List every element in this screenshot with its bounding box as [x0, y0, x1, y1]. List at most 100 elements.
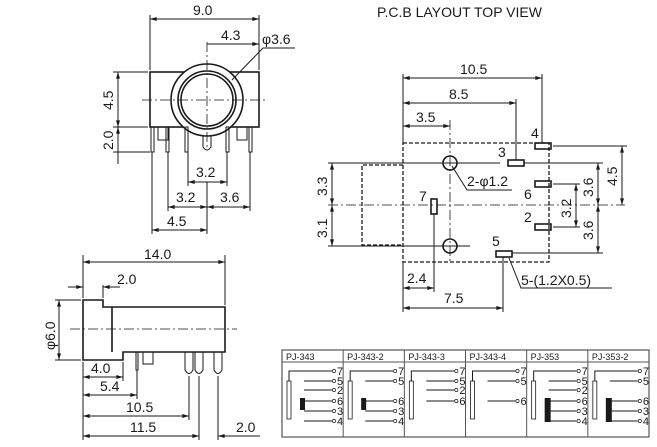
terminal: [515, 379, 520, 383]
model-name: PJ-343: [286, 352, 315, 362]
terminal: [637, 369, 642, 373]
terminal: [637, 409, 642, 413]
pcb-layout: 4 3 6 2 5 7 10.5 8.5 3.5 2-φ1.2 3.3 3.1 …: [314, 61, 627, 312]
dim-hole-dia: φ3.6: [262, 31, 291, 47]
dim-upper-left: 3.3: [314, 176, 330, 196]
terminal: [637, 399, 642, 403]
pin-number: 4: [582, 416, 588, 428]
dim-pin7: 2.4: [407, 270, 427, 286]
dim-pin-outer: 4.5: [167, 213, 187, 229]
terminal: [576, 369, 581, 373]
terminal: [393, 419, 398, 423]
contact-wire: [288, 370, 332, 381]
contact-wire: [410, 370, 455, 381]
contact-wire: [349, 370, 394, 381]
terminal: [332, 409, 336, 413]
pin-label: 7: [419, 188, 427, 204]
pin-label: 2: [524, 209, 532, 225]
pin-number: 6: [398, 396, 404, 408]
contact-wire: [533, 370, 577, 381]
pin-number: 2: [582, 385, 588, 397]
pin-number: 5: [337, 376, 343, 388]
switch-block: [300, 398, 305, 410]
pin-number: 7: [398, 366, 404, 378]
dim-upper-right: 3.6: [580, 177, 596, 197]
terminal: [393, 399, 398, 403]
model-name: PJ-343-3: [408, 352, 445, 362]
terminal: [576, 399, 581, 403]
pin-number: 6: [582, 396, 588, 408]
terminal: [393, 379, 398, 383]
terminal: [454, 369, 459, 373]
pin-number: 3: [582, 406, 588, 418]
dim-pin-right: 3.6: [220, 189, 240, 205]
pin-number: 4: [337, 416, 343, 428]
terminal: [332, 388, 336, 392]
dim-holes: 3.5: [416, 109, 436, 125]
dim-pin-b: 10.5: [126, 399, 153, 415]
contact-wire: [472, 370, 516, 381]
dim-pin-length: 2.0: [100, 130, 116, 150]
dim-pin-a: 5.4: [100, 378, 120, 394]
pin-number: 2: [459, 385, 465, 397]
pin-number: 6: [459, 396, 465, 408]
pin-number: 2: [337, 385, 343, 397]
dim-mid-right: 3.2: [558, 198, 574, 218]
pin-number: 5: [582, 376, 588, 388]
pin-number: 5: [459, 376, 465, 388]
pin-label: 4: [531, 125, 539, 141]
plug-contact: [592, 380, 598, 420]
pin-label: 6: [524, 186, 532, 202]
pin-label: 3: [498, 144, 506, 160]
pin-number: 5: [521, 376, 527, 388]
terminal: [393, 409, 398, 413]
pin-number: 7: [643, 366, 649, 378]
front-view: 9.0 4.3 φ3.6 4.5 2.0 3.2 3.2 3.6 4.5: [100, 2, 295, 234]
terminal: [637, 419, 642, 423]
page-title: P.C.B LAYOUT TOP VIEW: [377, 4, 543, 20]
pin-label: 5: [492, 233, 500, 249]
switch-block: [361, 398, 367, 410]
dim-width: 9.0: [193, 2, 213, 18]
pin-number: 6: [521, 396, 527, 408]
terminal: [576, 388, 581, 392]
dim-pin3: 8.5: [449, 86, 469, 102]
pin-number: 6: [337, 396, 343, 408]
terminal: [332, 399, 336, 403]
plug-contact: [347, 380, 353, 420]
mounting-hole: [442, 155, 458, 171]
model-name: PJ-353-2: [592, 352, 629, 362]
dim-pin-left: 3.2: [176, 189, 196, 205]
pin-number: 3: [337, 406, 343, 418]
plug-contact: [470, 380, 475, 420]
plug-contact: [408, 380, 414, 420]
dim-right-total: 4.5: [604, 166, 620, 186]
contact-wire: [594, 370, 638, 381]
terminal: [576, 419, 581, 423]
pin-number: 3: [398, 406, 404, 418]
pin-number: 3: [643, 406, 649, 418]
mounting-hole: [442, 238, 458, 254]
model-name: PJ-343-2: [347, 352, 384, 362]
terminal: [637, 379, 642, 383]
dim-diameter: φ6.0: [42, 321, 58, 350]
pin-number: 7: [521, 366, 527, 378]
plug-contact: [531, 380, 537, 420]
terminal: [576, 379, 581, 383]
pin-number: 5: [398, 376, 404, 388]
pin-number: 4: [643, 416, 649, 428]
dim-body-height: 4.5: [100, 90, 116, 110]
terminal: [332, 419, 336, 423]
terminal: [576, 409, 581, 413]
dim-lower-left: 3.1: [314, 218, 330, 238]
pad-note: 5-(1.2X0.5): [521, 272, 591, 288]
pin-number: 7: [459, 366, 465, 378]
plug-contact: [286, 380, 292, 420]
dim-center-offset: 4.3: [221, 27, 241, 43]
